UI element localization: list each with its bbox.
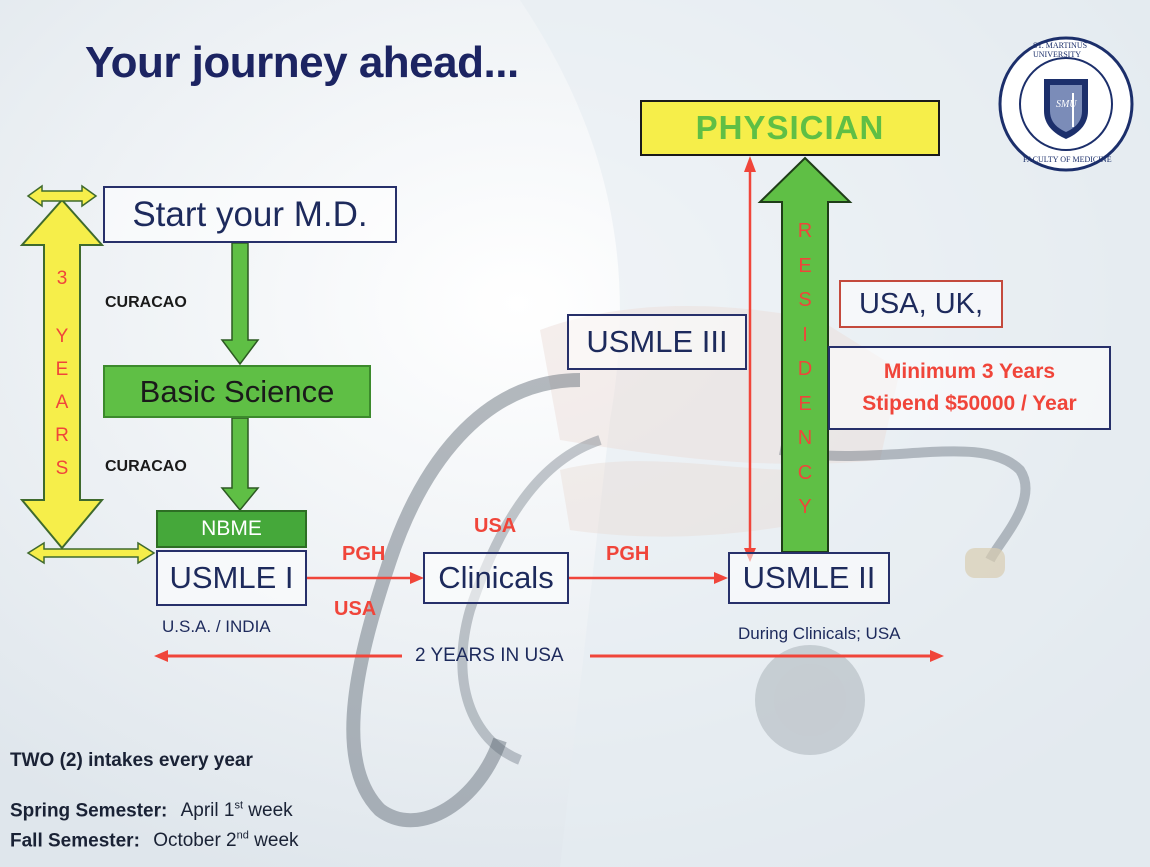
basic-science-box: Basic Science xyxy=(103,365,371,418)
clinicals-label: Clinicals xyxy=(438,560,554,595)
usa-below-label: USA xyxy=(334,598,377,620)
pgh-label-1: PGH xyxy=(342,543,386,565)
bottom-horizontal-arrow xyxy=(26,541,156,565)
physician-label: PHYSICIAN xyxy=(695,109,885,146)
residency-letter: I xyxy=(802,323,808,346)
usmle3-label: USMLE III xyxy=(586,324,728,359)
spring-semester-row: Spring Semester: April 1st week xyxy=(10,800,293,822)
residency-stipend: Stipend $50000 / Year xyxy=(862,392,1077,415)
start-md-label: Start your M.D. xyxy=(132,194,368,234)
nbme-label: NBME xyxy=(201,517,262,540)
physician-box: PHYSICIAN xyxy=(640,100,940,156)
residency-letter: R xyxy=(797,220,813,242)
clinicals-box: Clinicals xyxy=(423,552,569,604)
years-letter: Y xyxy=(55,326,69,347)
spring-label: Spring Semester: xyxy=(10,800,168,822)
residency-info-box: Minimum 3 Years Stipend $50000 / Year xyxy=(828,346,1111,430)
years-letter: 3 xyxy=(56,268,68,289)
residency-letter: Y xyxy=(798,496,812,518)
during-clinicals-label: During Clinicals; USA xyxy=(738,624,901,643)
logo-monogram: SMU xyxy=(1056,99,1077,110)
arrow-basic-to-nbme xyxy=(220,417,260,512)
years-letter: S xyxy=(55,458,69,479)
residency-letter: E xyxy=(798,254,812,277)
curacao-label-2: CURACAO xyxy=(105,458,187,475)
usmle2-label: USMLE II xyxy=(742,560,876,595)
residency-letter: C xyxy=(797,461,813,484)
years-letter: E xyxy=(55,359,69,380)
usa-india-label: U.S.A. / INDIA xyxy=(162,617,271,636)
top-horizontal-arrow xyxy=(26,184,98,208)
fall-semester-row: Fall Semester: October 2nd week xyxy=(10,830,299,852)
residency-letter: D xyxy=(797,358,813,380)
residency-letter: E xyxy=(798,392,812,415)
countries-label: USA, UK, xyxy=(858,287,984,320)
pgh-label-2: PGH xyxy=(606,543,650,565)
years-label: 3 Y E A R S xyxy=(50,262,74,485)
page-title: Your journey ahead... xyxy=(85,38,519,87)
years-arrow xyxy=(19,198,105,550)
residency-letter: N xyxy=(797,427,813,449)
years-letter: A xyxy=(55,392,69,413)
usa-top-label: USA xyxy=(474,515,517,537)
spring-value: April 1st week xyxy=(180,800,293,822)
logo-ring-bottom: FACULTY OF MEDICINE xyxy=(1023,155,1112,164)
residency-minimum: Minimum 3 Years xyxy=(883,360,1056,383)
start-md-box: Start your M.D. xyxy=(103,186,397,243)
nbme-box: NBME xyxy=(156,510,307,548)
usmle3-box: USMLE III xyxy=(567,314,747,370)
university-logo: ST. MARTINUS UNIVERSITY FACULTY OF MEDIC… xyxy=(995,35,1137,173)
usmle2-box: USMLE II xyxy=(728,552,890,604)
logo-ring-top: ST. MARTINUS UNIVERSITY xyxy=(1033,41,1088,59)
residency-label: R E S I D E N C Y xyxy=(793,214,817,525)
usmle1-box: USMLE I xyxy=(156,550,307,606)
basic-science-label: Basic Science xyxy=(139,373,335,409)
years-letter: R xyxy=(55,425,69,446)
arrow-start-to-basic xyxy=(220,242,260,366)
curacao-label-1: CURACAO xyxy=(105,294,187,311)
intakes-note: TWO (2) intakes every year xyxy=(10,750,253,771)
residency-letter: S xyxy=(798,289,812,311)
fall-value: October 2nd week xyxy=(153,830,299,852)
countries-box: USA, UK, xyxy=(839,280,1003,328)
fall-label: Fall Semester: xyxy=(10,830,140,852)
usmle1-label: USMLE I xyxy=(169,560,294,595)
two-years-label: 2 YEARS IN USA xyxy=(415,645,564,666)
